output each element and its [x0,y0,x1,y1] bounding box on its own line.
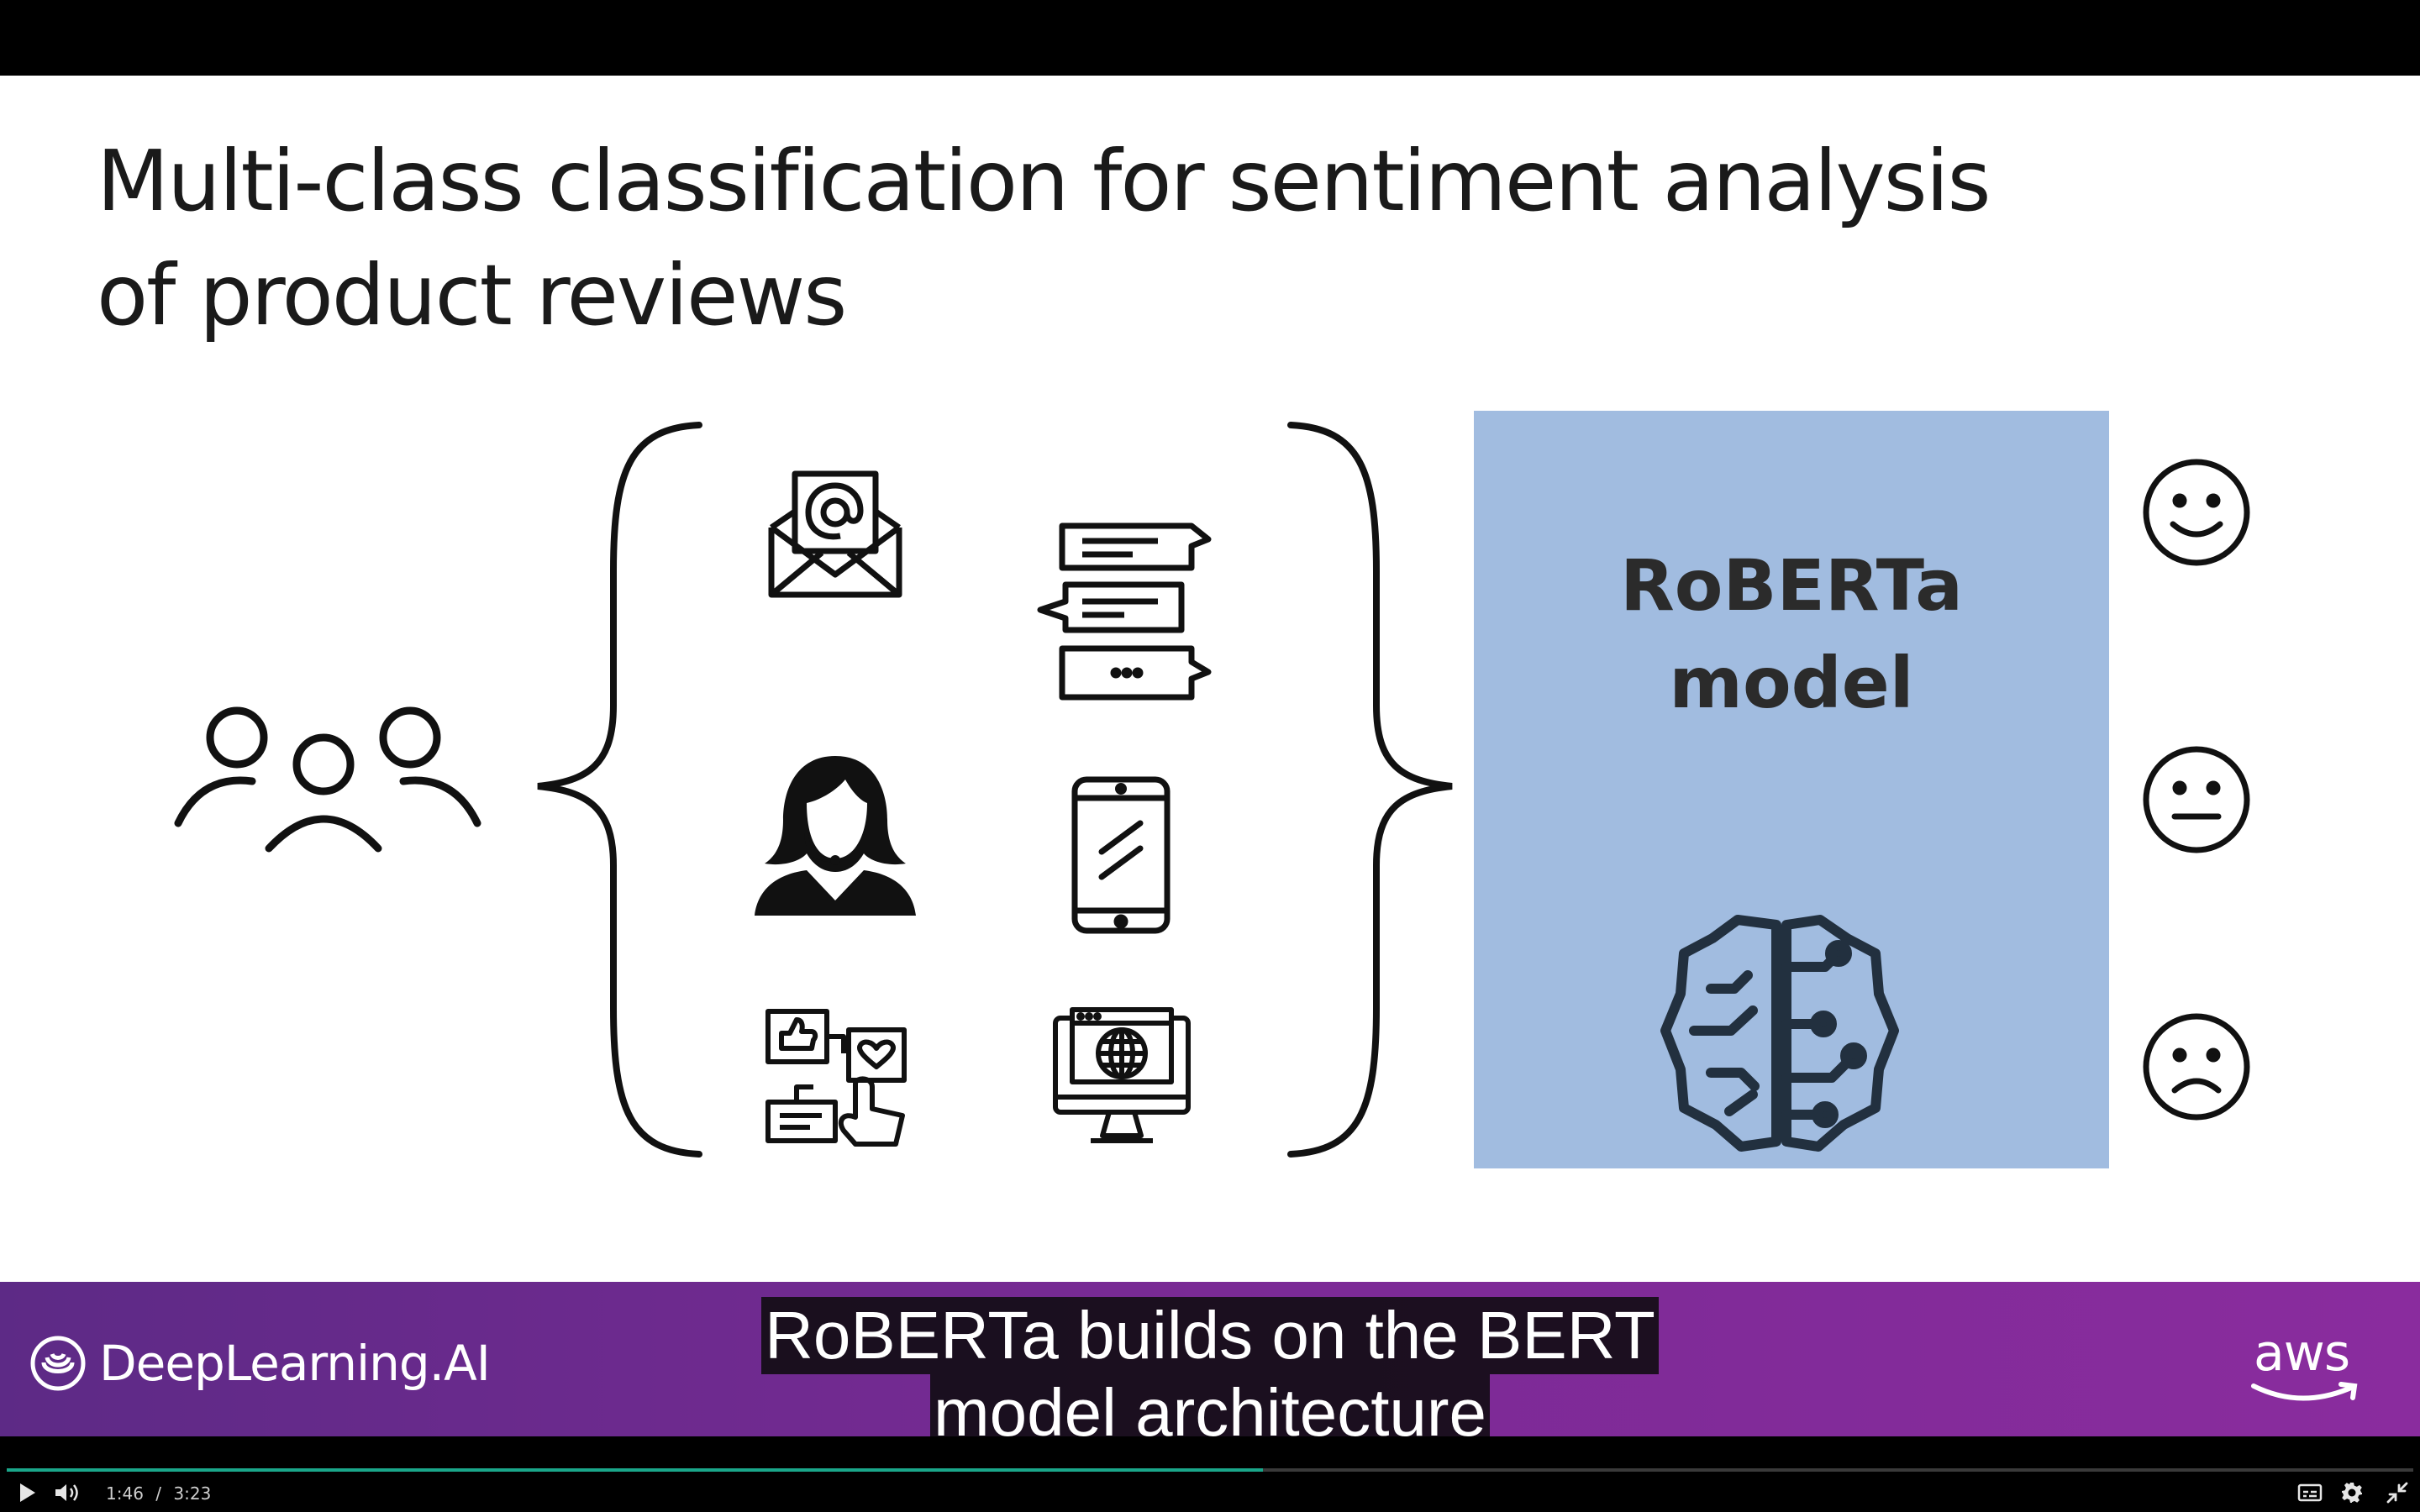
sad-face-icon [2143,1013,2250,1121]
roberta-model-label: RoBERTa model [1474,537,2109,732]
people-group-icon [174,706,481,853]
caption-line-1: RoBERTa builds on the BERT [761,1297,1659,1374]
right-brace-icon [1287,422,1453,1158]
progress-bar[interactable] [7,1468,2413,1472]
roberta-model-box: RoBERTa model [1474,411,2109,1168]
brain-circuit-icon [1660,915,1899,1152]
smartphone-icon [1071,776,1171,934]
customer-support-agent-icon [755,756,916,916]
aws-logo: aws [2249,1324,2366,1408]
happy-face-icon [2143,459,2250,566]
video-player-controls: 1:46 / 3:23 [0,1436,2420,1512]
aws-wordmark: aws [2254,1324,2350,1383]
deeplearning-ai-swirl-icon [30,1336,86,1391]
time-separator: / [155,1483,162,1504]
settings-gear-icon[interactable] [2341,1482,2363,1504]
duration: 3:23 [173,1483,212,1504]
current-time: 1:46 [106,1483,144,1504]
time-display: 1:46 / 3:23 [106,1483,211,1504]
social-media-reactions-icon [765,1009,907,1147]
neutral-face-icon [2143,746,2250,853]
deeplearning-ai-wordmark: DeepLearning.AI [99,1335,491,1392]
slide-title-line-1: Multi-class classification for sentiment… [97,132,1991,230]
subtitle-captions: RoBERTa builds on the BERT model archite… [0,1297,2420,1452]
email-icon [768,470,902,598]
slide: Multi-class classification for sentiment… [0,76,2420,1282]
slide-title: Multi-class classification for sentiment… [97,124,2197,353]
volume-icon[interactable] [54,1482,81,1504]
aws-smile-icon [2251,1382,2358,1401]
deeplearning-ai-logo: DeepLearning.AI [29,1334,491,1393]
progress-bar-played [7,1468,1263,1472]
exit-fullscreen-icon[interactable] [2386,1482,2408,1504]
top-letterbox [0,0,2420,76]
website-monitor-icon [1053,1007,1191,1143]
chat-bubbles-icon [1037,522,1212,701]
roberta-label-line-1: RoBERTa [1620,544,1963,627]
roberta-label-line-2: model [1669,642,1914,724]
slide-title-line-2: of product reviews [97,246,847,344]
captions-icon[interactable] [2297,1483,2323,1502]
left-brace-icon [537,422,702,1158]
play-icon[interactable] [17,1482,37,1504]
